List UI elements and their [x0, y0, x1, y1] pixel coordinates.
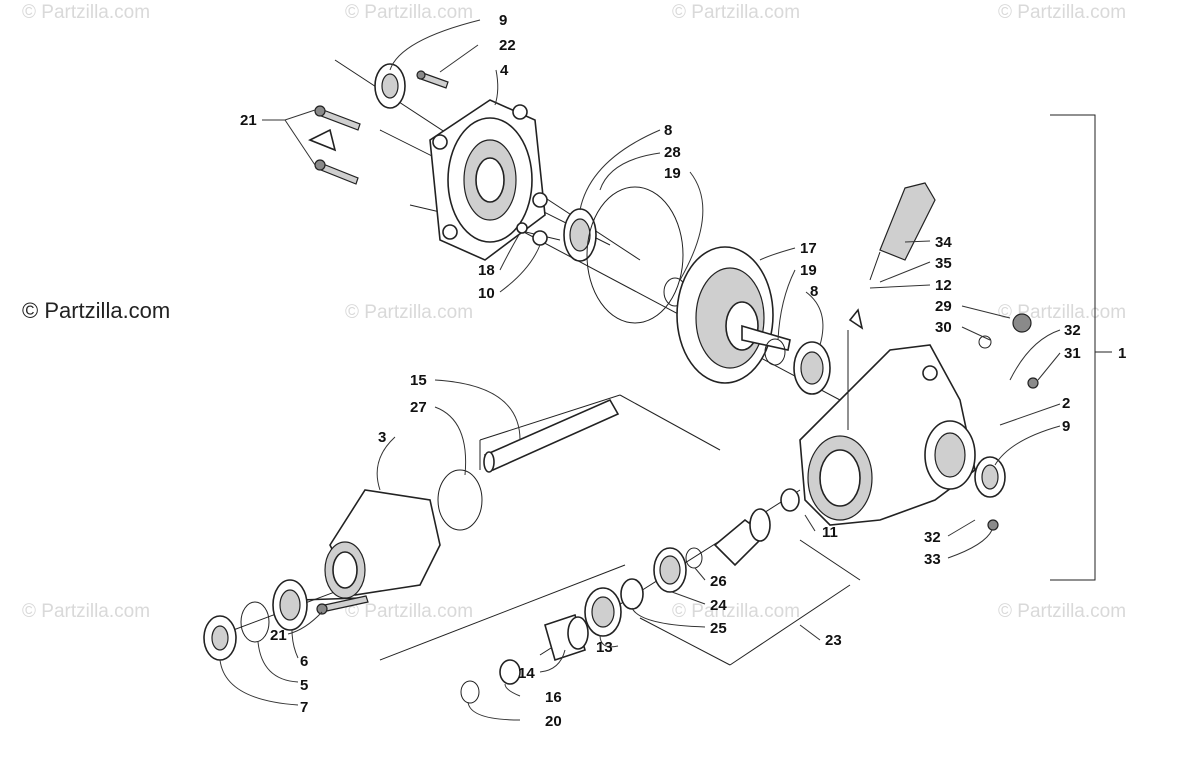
part-main-housing: [799, 313, 1039, 531]
callout-23: 23: [825, 632, 842, 649]
callout-12: 12: [935, 277, 952, 294]
callout-20: 20: [545, 713, 562, 730]
callout-34: 34: [935, 234, 952, 251]
watermark-bottom-center-left: © Partzilla.com: [345, 601, 473, 622]
part-shaft-housing: [324, 489, 441, 599]
callout-19-top: 19: [664, 165, 681, 182]
part-top-bearing: [563, 186, 687, 324]
callout-7: 7: [300, 699, 308, 716]
part-o-ring: [437, 469, 483, 531]
watermark-mid-center-left: © Partzilla.com: [345, 302, 473, 323]
callout-35: 35: [935, 255, 952, 272]
callout-18: 18: [478, 262, 495, 279]
watermark-top-left: © Partzilla.com: [22, 2, 150, 23]
callout-14: 14: [518, 665, 535, 682]
callout-6: 6: [300, 653, 308, 670]
callout-3: 3: [378, 429, 386, 446]
callout-29: 29: [935, 298, 952, 315]
callout-31: 31: [1064, 345, 1081, 362]
callout-labels: 1 2 3 4 5 6 7 8 8 9 9 10 11 12 13 14 15 …: [240, 12, 1126, 730]
callout-19-right: 19: [800, 262, 817, 279]
part-small-seals: [308, 63, 548, 246]
callout-22: 22: [499, 37, 516, 54]
callout-32-bottom: 32: [924, 529, 941, 546]
watermark-top-center-right: © Partzilla.com: [672, 2, 800, 23]
callout-27: 27: [410, 399, 427, 416]
callout-10: 10: [478, 285, 495, 302]
part-pinion-assembly: [379, 488, 861, 704]
callout-25: 25: [710, 620, 727, 637]
leader-lines: [219, 19, 1061, 721]
callout-30: 30: [935, 319, 952, 336]
callout-17: 17: [800, 240, 817, 257]
callout-21-top: 21: [240, 112, 257, 129]
part-bolts: [299, 70, 449, 615]
callout-1: 1: [1118, 345, 1126, 362]
watermark-top-right: © Partzilla.com: [998, 2, 1126, 23]
part-ring-gear: [676, 246, 831, 395]
part-output-shaft: [479, 394, 721, 473]
callout-16: 16: [545, 689, 562, 706]
callout-11: 11: [822, 524, 838, 541]
callout-5: 5: [300, 677, 308, 694]
watermark-bottom-right: © Partzilla.com: [998, 601, 1126, 622]
assembly-bracket: [1050, 114, 1112, 581]
callout-8-right: 8: [810, 283, 818, 300]
callout-26: 26: [710, 573, 727, 590]
callout-9-top: 9: [499, 12, 507, 29]
callout-33: 33: [924, 551, 941, 568]
callout-8-top: 8: [664, 122, 672, 139]
watermark-bottom-center-right: © Partzilla.com: [672, 601, 800, 622]
watermark-layer: © Partzilla.com © Partzilla.com © Partzi…: [22, 2, 1126, 622]
callout-28: 28: [664, 144, 681, 161]
watermark-bottom-left: © Partzilla.com: [22, 601, 150, 622]
watermark-main: © Partzilla.com: [22, 298, 170, 323]
callout-2: 2: [1062, 395, 1070, 412]
callout-4: 4: [500, 62, 509, 79]
part-bearing-set: [203, 579, 308, 661]
watermark-top-center-left: © Partzilla.com: [345, 2, 473, 23]
callout-15: 15: [410, 372, 427, 389]
part-upper-cover: [429, 99, 548, 261]
callout-24: 24: [710, 597, 727, 614]
callout-32-top: 32: [1064, 322, 1081, 339]
callout-13: 13: [596, 639, 613, 656]
callout-9-right: 9: [1062, 418, 1070, 435]
part-boot: [847, 182, 936, 430]
callout-21-bottom: 21: [270, 627, 287, 644]
